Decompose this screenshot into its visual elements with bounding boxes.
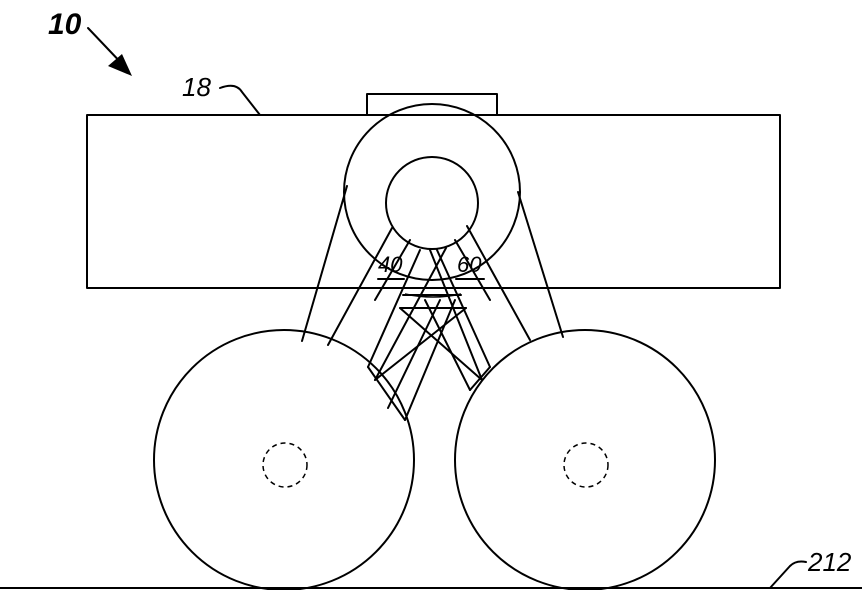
wheel-left — [153, 329, 415, 590]
leader-18 — [219, 84, 261, 116]
wheel-right — [454, 329, 716, 590]
label-18: 18 — [182, 72, 211, 102]
arrow-10 — [87, 27, 132, 76]
wheel-right-axle — [563, 442, 609, 488]
label-10: 10 — [48, 8, 82, 41]
arms — [374, 239, 491, 301]
belts-left — [301, 185, 447, 381]
label-60: 60 — [457, 252, 482, 277]
drive-hub — [385, 156, 479, 250]
label-40: 40 — [378, 252, 403, 277]
leader-212 — [769, 560, 807, 589]
drive-pulley — [343, 103, 521, 281]
housing-18 — [86, 114, 781, 289]
belts-over-wheels — [367, 366, 491, 421]
label-212: 212 — [807, 547, 852, 577]
wheel-left-axle — [262, 442, 308, 488]
cross-links — [374, 293, 483, 421]
